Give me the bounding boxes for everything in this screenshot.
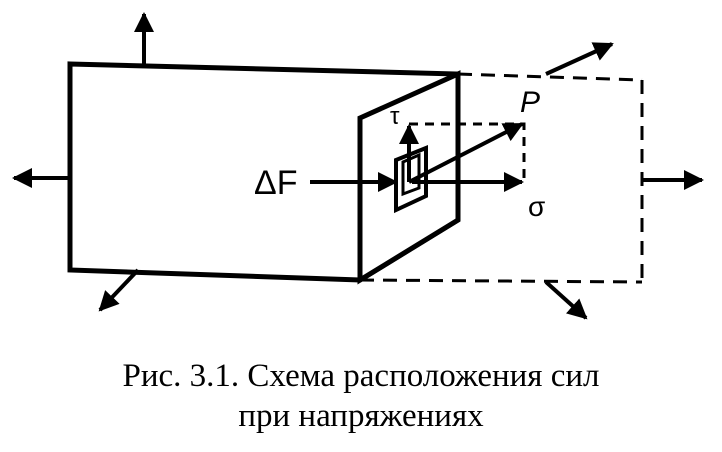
- bottom-right-arrow: [544, 280, 588, 320]
- area-element: [394, 145, 428, 214]
- figure-caption: Рис. 3.1. Схема расположения сил при нап…: [0, 356, 722, 436]
- external-force-arrows: [12, 12, 704, 320]
- caption-line-1: Рис. 3.1. Схема расположения сил: [122, 358, 600, 394]
- internal-force-arrows: [310, 122, 524, 192]
- sigma-label: σ: [528, 191, 545, 222]
- top-right-arrow: [545, 42, 614, 76]
- bottom-left-arrow: [98, 268, 140, 312]
- stress-diagram: τ P ΔF σ: [12, 12, 704, 320]
- p-label: P: [520, 86, 540, 119]
- tau-label: τ: [390, 103, 400, 130]
- area-element-inner: [401, 152, 421, 197]
- delta-f-label: ΔF: [254, 164, 297, 202]
- p-arrow: [408, 122, 524, 184]
- component-box: [409, 122, 526, 182]
- caption-line-2: при напряжениях: [238, 398, 484, 434]
